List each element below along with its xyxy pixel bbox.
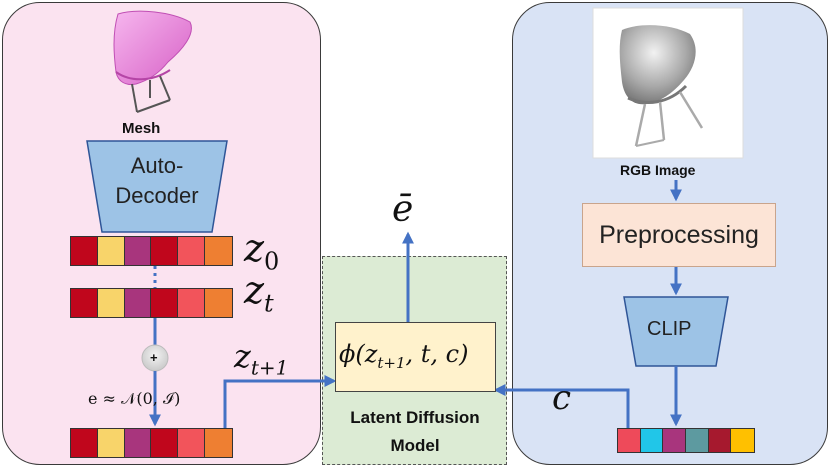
auto-decoder-label: Auto- Decoder: [87, 151, 227, 211]
vector-cell-5: [178, 289, 206, 317]
zt-label: zt: [244, 268, 274, 318]
latent-diffusion-model-label: Latent Diffusion Model: [326, 404, 504, 460]
model-label-line1: Latent Diffusion: [350, 408, 480, 427]
vector-cell-3: [124, 289, 152, 317]
vector-cell-4: [151, 429, 179, 457]
noise-distribution-label: e ≈ 𝒩(0, ℐ): [88, 389, 181, 408]
vector-cell-6: [205, 429, 232, 457]
auto-decoder-line1: Auto-: [130, 153, 184, 178]
vector-cell-2: [97, 237, 125, 265]
vector-cell-6: [731, 429, 754, 452]
plus-symbol: +: [150, 350, 158, 365]
condition-label: c: [552, 378, 572, 418]
preprocessing-label: Preprocessing: [599, 220, 759, 249]
mesh-chair-icon: [113, 10, 192, 113]
vector-cell-4: [151, 237, 179, 265]
clip-label: CLIP: [647, 318, 692, 340]
gray-chair-icon: [619, 25, 704, 147]
auto-decoder-line2: Decoder: [115, 183, 199, 208]
condition-arrow: [493, 384, 630, 428]
vector-cell-6: [205, 237, 232, 265]
vector-cell-5: [178, 237, 206, 265]
clip-embedding-vector: [617, 428, 755, 453]
vector-cell-6: [205, 289, 232, 317]
auto-decoder-block: [86, 140, 228, 233]
vector-cell-3: [124, 429, 152, 457]
vector-cell-5: [708, 429, 732, 452]
vector-cell-1: [618, 429, 641, 452]
vector-cell-2: [97, 289, 125, 317]
denoiser-function-box: [335, 322, 496, 392]
preprocessing-block: Preprocessing: [582, 203, 776, 267]
mesh-label: Mesh: [122, 120, 161, 137]
vector-cell-5: [178, 429, 206, 457]
vector-cell-3: [663, 429, 686, 452]
vector-cell-2: [640, 429, 664, 452]
z0-label: z0: [244, 226, 280, 276]
vector-cell-1: [71, 237, 98, 265]
denoiser-function-label: ϕ(zt+1, t, c): [339, 340, 469, 372]
vector-cell-1: [71, 429, 98, 457]
vector-cell-4: [151, 289, 179, 317]
clip-block: [623, 296, 729, 367]
vector-cell-1: [71, 289, 98, 317]
zt1-input-arrow: [223, 375, 337, 428]
rgb-image-label: RGB Image: [620, 162, 696, 178]
noisy-latent-vector: [70, 428, 233, 458]
latent-vector-z0: [70, 236, 233, 266]
e-bar-label: ē: [392, 189, 414, 230]
vector-cell-3: [124, 237, 152, 265]
zt1-label: zt+1: [234, 337, 289, 380]
vector-cell-2: [97, 429, 125, 457]
model-label-line2: Model: [390, 436, 440, 455]
vector-cell-4: [685, 429, 709, 452]
latent-vector-zt: [70, 288, 233, 318]
